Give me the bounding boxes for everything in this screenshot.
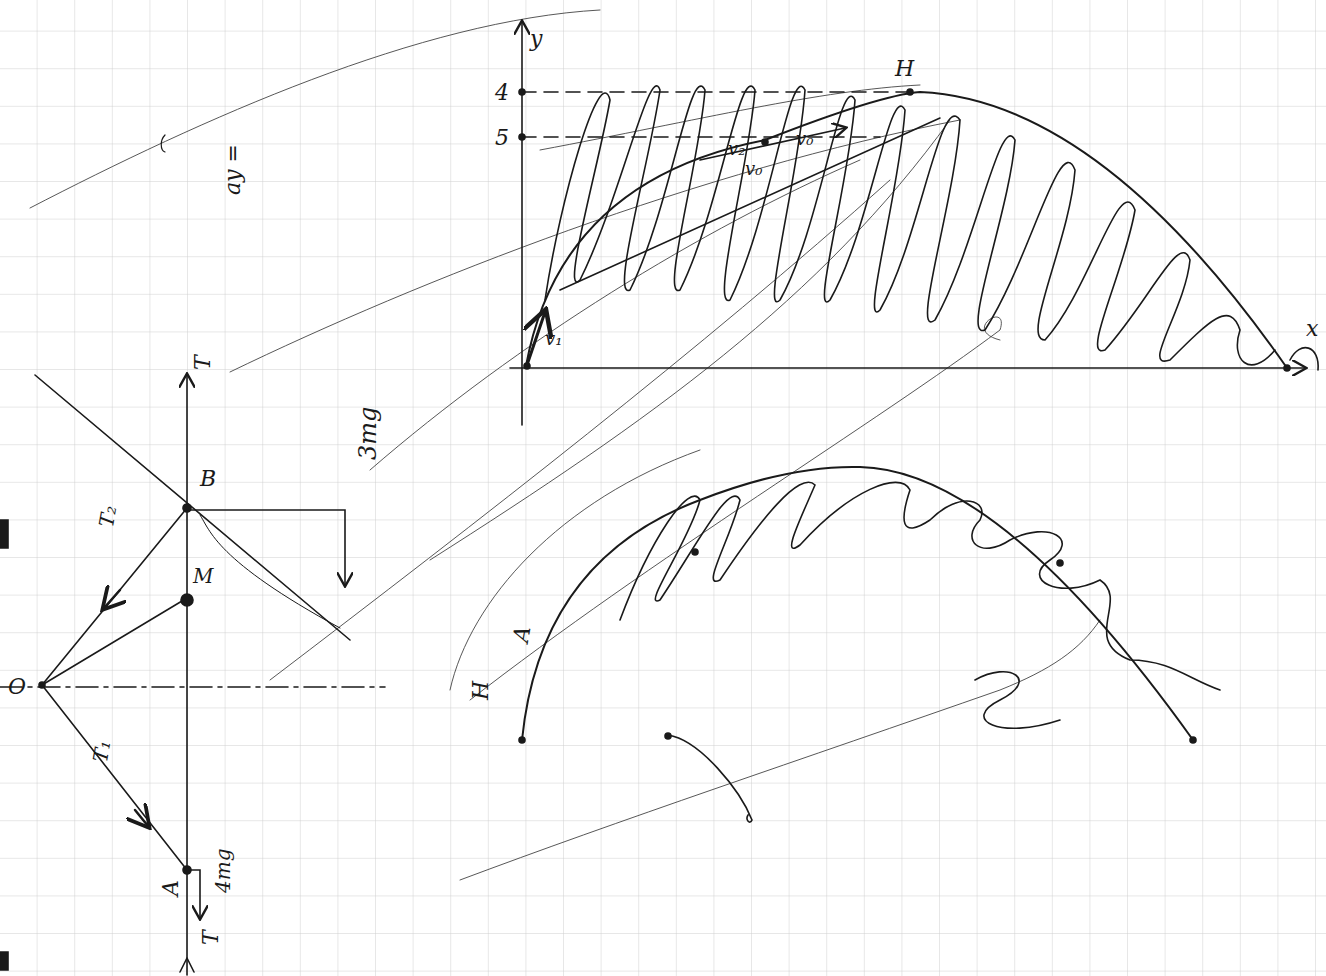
sketch-label: v₀ xyxy=(796,130,813,148)
sketch-label: v₀ xyxy=(745,160,762,178)
sketch-label: v₂ xyxy=(728,140,745,158)
sketch-label: 5 xyxy=(495,127,509,149)
sketch-label: 3mg xyxy=(356,407,380,460)
sketch-label: B xyxy=(200,468,216,490)
sketch-label: T xyxy=(200,930,222,945)
sketch-label: y xyxy=(530,28,542,50)
sketch-label: H xyxy=(470,681,492,700)
sketch-label: A xyxy=(160,880,182,896)
drawing xyxy=(0,10,1318,975)
sketch-label: O xyxy=(8,676,26,698)
sketch-label: 4mg xyxy=(213,849,233,894)
sketch-label: x xyxy=(1306,318,1318,340)
sketch-label: T xyxy=(192,355,214,370)
sketch-label: H xyxy=(895,58,914,80)
sketch-label: T₁ xyxy=(90,739,113,764)
sketch-label: M xyxy=(193,566,213,586)
sketch-label: T₂ xyxy=(96,504,119,529)
sketch-label: ay = xyxy=(222,144,244,195)
sketch-label: 4 xyxy=(495,82,509,104)
sketch-label: v₁ xyxy=(545,330,562,348)
